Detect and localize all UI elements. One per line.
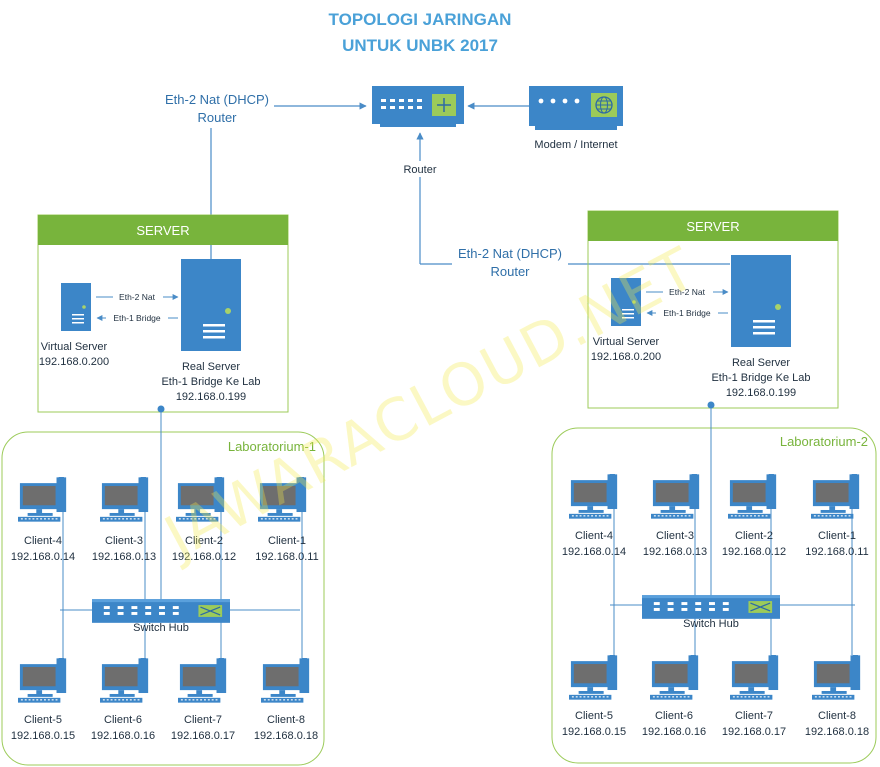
laboratorium-2: Laboratorium-2 Client-4 192.168.0.14 Cli…: [551, 401, 877, 764]
client-5-pc-icon: [18, 658, 67, 703]
virtual-server-name-left: Virtual Server: [41, 341, 108, 353]
client-ip: 192.168.0.18: [254, 730, 318, 742]
client-name: Client-8: [818, 710, 856, 722]
client-ip: 192.168.0.16: [642, 726, 706, 738]
client-ip: 192.168.0.14: [11, 551, 75, 563]
router-label: Router: [403, 164, 436, 176]
client-5-pc-icon: [569, 655, 618, 700]
switch-label-1: Switch Hub: [133, 622, 189, 634]
client-name: Client-4: [575, 530, 613, 542]
client-ip: 192.168.0.12: [172, 551, 236, 563]
left-link-label-line1: Eth-2 Nat (DHCP): [165, 92, 269, 107]
client-name: Client-4: [24, 535, 62, 547]
real-server-ip-right: 192.168.0.199: [726, 387, 796, 399]
real-server-desc-right: Eth-1 Bridge Ke Lab: [711, 372, 810, 384]
client-name: Client-1: [268, 535, 306, 547]
client-8-pc-icon: [812, 655, 861, 700]
modem-icon: [529, 86, 623, 130]
client-name: Client-7: [735, 710, 773, 722]
client-7-pc-icon: [178, 658, 227, 703]
eth1-label-right: Eth-1 Bridge: [663, 308, 711, 318]
client-8-pc-icon: [261, 658, 310, 703]
client-name: Client-6: [104, 714, 142, 726]
client-name: Client-7: [184, 714, 222, 726]
client-3-pc-icon: [651, 474, 700, 519]
client-name: Client-3: [105, 535, 143, 547]
diagram-title-line2: UNTUK UNBK 2017: [342, 36, 498, 55]
real-server-name-right: Real Server: [732, 357, 790, 369]
client-ip: 192.168.0.13: [92, 551, 156, 563]
lab-title-1: Laboratorium-1: [228, 439, 316, 454]
real-server-name-left: Real Server: [182, 361, 240, 373]
laboratorium-1: Laboratorium-1 Client-4 192.168.0.14 Cli…: [1, 405, 325, 766]
right-link-label-line2: Router: [490, 264, 530, 279]
client-ip: 192.168.0.14: [562, 546, 626, 558]
real-server-desc-left: Eth-1 Bridge Ke Lab: [161, 376, 260, 388]
lab-title-2: Laboratorium-2: [780, 434, 868, 449]
eth1-label-left: Eth-1 Bridge: [113, 313, 161, 323]
client-4-pc-icon: [18, 477, 67, 522]
client-ip: 192.168.0.17: [171, 730, 235, 742]
client-4-pc-icon: [569, 474, 618, 519]
client-ip: 192.168.0.13: [643, 546, 707, 558]
right-link-label-line1: Eth-2 Nat (DHCP): [458, 246, 562, 261]
client-name: Client-6: [655, 710, 693, 722]
client-ip: 192.168.0.15: [562, 726, 626, 738]
client-name: Client-5: [575, 710, 613, 722]
virtual-server-name-right: Virtual Server: [593, 336, 660, 348]
client-name: Client-8: [267, 714, 305, 726]
client-name: Client-1: [818, 530, 856, 542]
router-icon: [372, 86, 464, 127]
client-name: Client-2: [185, 535, 223, 547]
client-name: Client-3: [656, 530, 694, 542]
client-ip: 192.168.0.11: [805, 546, 868, 558]
left-link-label-line2: Router: [197, 110, 237, 125]
eth2-label-left: Eth-2 Nat: [119, 292, 156, 302]
switch-hub-icon-1: [92, 599, 230, 623]
client-name: Client-5: [24, 714, 62, 726]
client-2-pc-icon: [728, 474, 777, 519]
server-box-right: SERVER Eth-2 Nat Eth-1 Bridge Virtual Se…: [587, 210, 839, 409]
virtual-server-ip-left: 192.168.0.200: [39, 356, 109, 368]
client-ip: 192.168.0.17: [722, 726, 786, 738]
eth2-label-right: Eth-2 Nat: [669, 287, 706, 297]
client-7-pc-icon: [730, 655, 779, 700]
virtual-server-ip-right: 192.168.0.200: [591, 351, 661, 363]
client-ip: 192.168.0.15: [11, 730, 75, 742]
switch-label-2: Switch Hub: [683, 618, 739, 630]
real-server-icon-left: [181, 259, 241, 351]
client-ip: 192.168.0.12: [722, 546, 786, 558]
diagram-title-line1: TOPOLOGI JARINGAN: [329, 10, 512, 29]
client-3-pc-icon: [100, 477, 149, 522]
server-header-right: SERVER: [686, 219, 739, 234]
client-name: Client-2: [735, 530, 773, 542]
real-server-icon-right: [731, 255, 791, 347]
switch-hub-icon-2: [642, 595, 780, 619]
client-ip: 192.168.0.11: [255, 551, 318, 563]
client-6-pc-icon: [650, 655, 699, 700]
real-server-ip-left: 192.168.0.199: [176, 391, 246, 403]
client-ip: 192.168.0.18: [805, 726, 869, 738]
virtual-server-icon-left: [61, 283, 91, 331]
server-header-left: SERVER: [136, 223, 189, 238]
client-ip: 192.168.0.16: [91, 730, 155, 742]
client-6-pc-icon: [100, 658, 149, 703]
modem-label: Modem / Internet: [534, 139, 617, 151]
server-box-left: SERVER Eth-2 Nat Eth-1 Bridge Virtual Se…: [37, 214, 289, 413]
